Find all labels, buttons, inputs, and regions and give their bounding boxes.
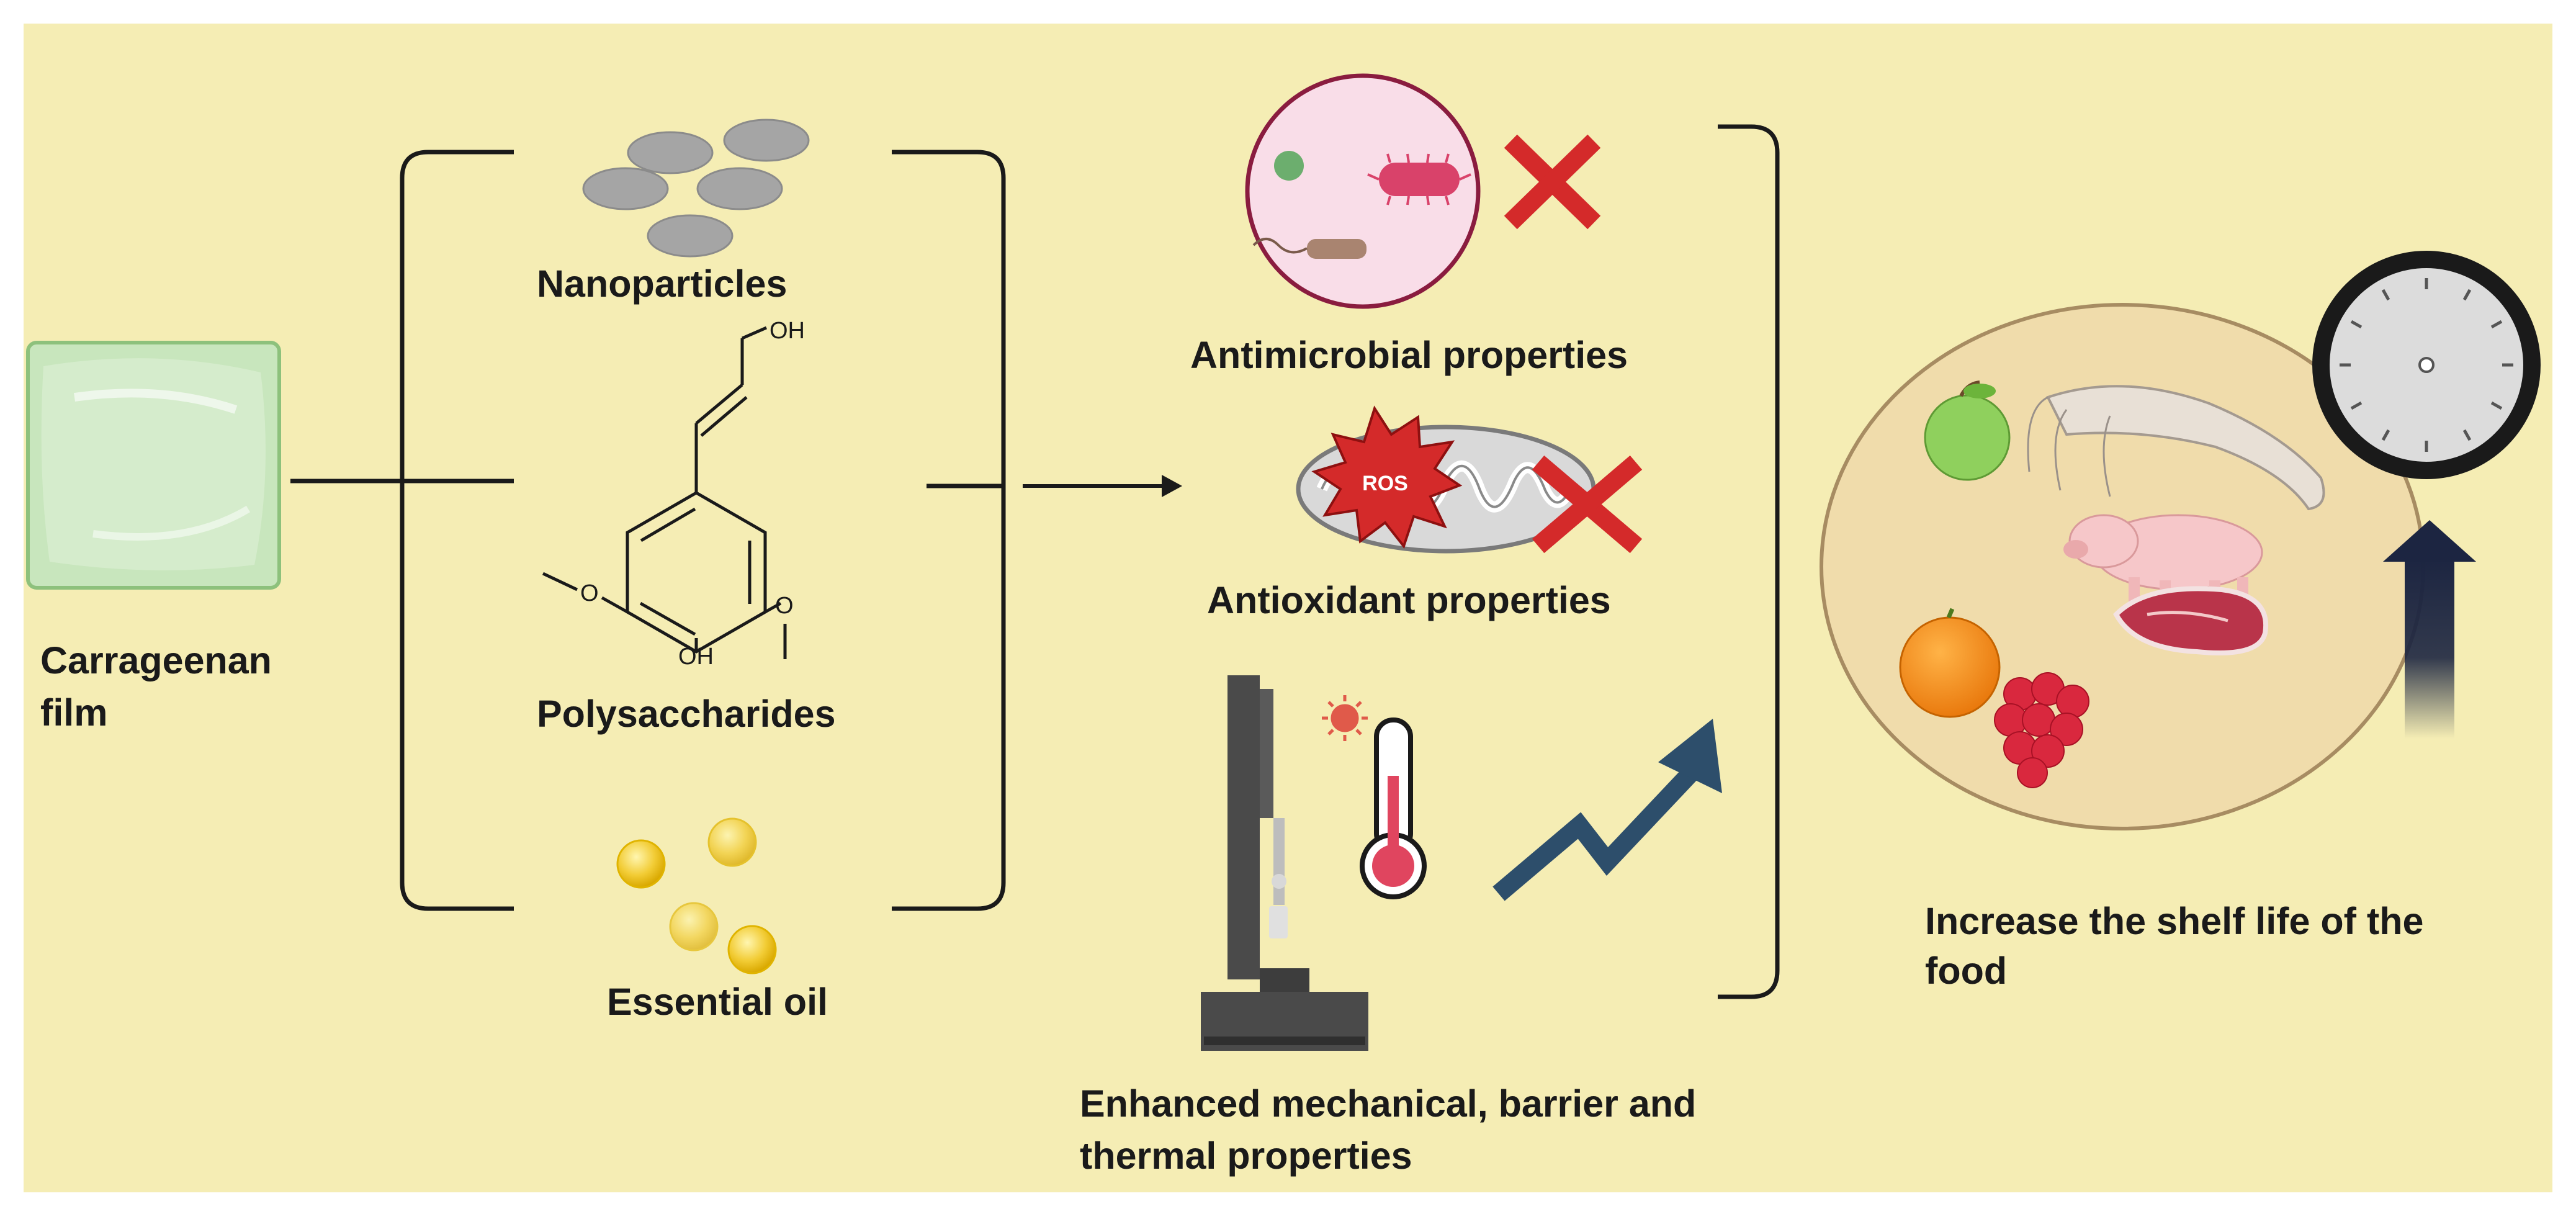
oil-droplets-icon xyxy=(616,817,777,974)
mechanical-label-line2: thermal properties xyxy=(1080,1135,1412,1177)
carrageenan-film-label: Carrageenan film xyxy=(40,634,301,739)
thermometer-icon xyxy=(1360,717,1427,899)
trend-arrow-icon xyxy=(1492,719,1722,901)
nanoparticles-label: Nanoparticles xyxy=(537,263,788,305)
oxygen-label: O xyxy=(775,593,794,619)
ros-burst-icon: ROS xyxy=(1311,405,1463,549)
cross-icon xyxy=(1504,134,1601,230)
carrageenan-film-icon xyxy=(26,341,281,590)
carrageenan-film-text: Carrageenan film xyxy=(40,639,272,734)
up-arrow-icon xyxy=(2383,520,2476,739)
nanoparticles-icon xyxy=(582,119,810,258)
sun-icon xyxy=(1322,695,1368,741)
microbe-cell-icon xyxy=(1245,73,1481,309)
clock-icon xyxy=(2312,251,2541,479)
food-plate-icon xyxy=(1820,303,2425,830)
right-bracket xyxy=(892,150,1006,911)
hydroxyl-label: OH xyxy=(770,318,805,344)
hydroxyl-label: OH xyxy=(678,644,714,670)
left-bracket xyxy=(400,150,514,911)
mechanical-label-line1: Enhanced mechanical, barrier and xyxy=(1080,1082,1697,1125)
outer-bracket xyxy=(1718,124,1780,999)
ros-label: ROS xyxy=(1362,472,1408,495)
flow-arrow xyxy=(1023,475,1182,497)
oxygen-label: O xyxy=(580,580,599,606)
polysaccharides-label: Polysaccharides xyxy=(537,693,836,735)
cross-icon xyxy=(1532,455,1643,554)
essential-oil-label: Essential oil xyxy=(607,981,828,1023)
antimicrobial-label: Antimicrobial properties xyxy=(1190,334,1628,376)
instrument-icon xyxy=(1201,675,1368,1051)
antioxidant-label: Antioxidant properties xyxy=(1207,579,1611,621)
chemical-structure-icon xyxy=(542,326,787,659)
shelf-life-label-line1: Increase the shelf life of the xyxy=(1925,900,2424,942)
shelf-life-label-line2: food xyxy=(1925,950,2008,992)
